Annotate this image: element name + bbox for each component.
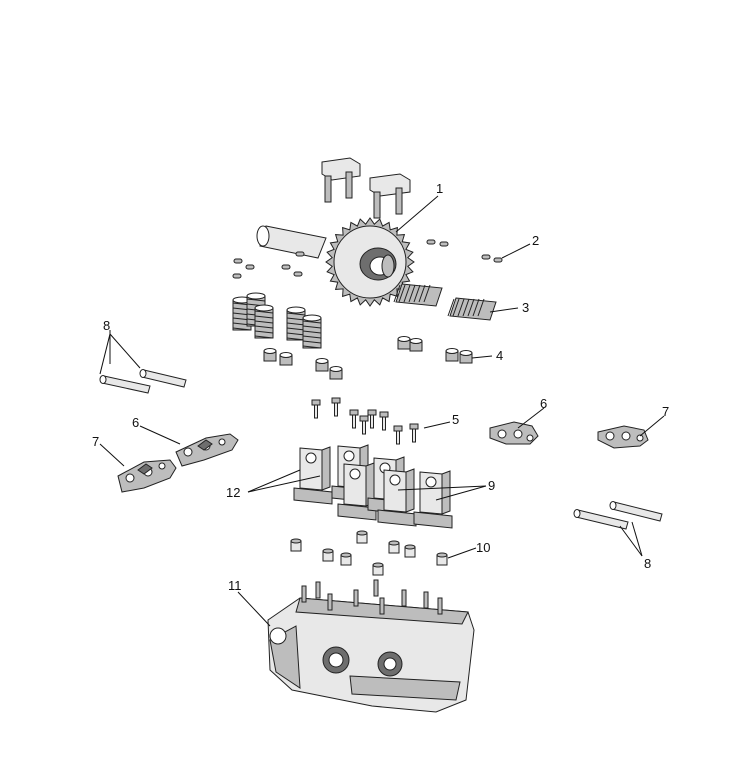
- cap-bolt: [379, 411, 389, 431]
- valve-lifter: [340, 552, 352, 566]
- spring-retainers: [263, 336, 473, 380]
- spring-retainer: [329, 366, 343, 380]
- valve-spring: [286, 306, 306, 341]
- head-stud: [379, 597, 385, 615]
- spring-retainer: [409, 338, 423, 352]
- callouts: 1 2 3 4 5 6 6 7 7 8 8 9 10 11 12: [92, 181, 669, 593]
- valve-keepers: [232, 239, 503, 279]
- camshaft-cap-right: [369, 173, 411, 219]
- head-stud: [327, 593, 333, 611]
- callout-10: 10: [476, 540, 490, 555]
- head-stud: [373, 579, 379, 597]
- cap-bolts: [311, 397, 419, 445]
- cap-bolt: [349, 409, 359, 429]
- valve-lifters: [290, 530, 448, 576]
- valve-lifter: [290, 538, 302, 552]
- spring-retainer: [397, 336, 411, 350]
- callout-12: 12: [226, 485, 240, 500]
- valve-lifter: [388, 540, 400, 554]
- head-stud: [353, 589, 359, 607]
- cap-bolt: [393, 425, 403, 445]
- valve-lifter: [356, 530, 368, 544]
- valve-spring: [254, 304, 274, 339]
- camshaft-cap-left: [321, 157, 361, 203]
- spring-retainer: [445, 348, 459, 362]
- cylinder-head: [267, 579, 475, 713]
- cap-bolt: [311, 399, 321, 419]
- leader-lines: [99, 195, 665, 627]
- callout-9: 9: [488, 478, 495, 493]
- cap-bolt: [331, 397, 341, 417]
- camshaft-sprocket-assembly: [256, 157, 415, 307]
- callout-8-right: 8: [644, 556, 651, 571]
- head-stud: [401, 589, 407, 607]
- valve-lifter: [436, 552, 448, 566]
- callout-2: 2: [532, 233, 539, 248]
- rocker-shafts-left: [99, 369, 187, 394]
- callout-8-left: 8: [103, 318, 110, 333]
- rocker-supports: [293, 444, 453, 529]
- callout-11: 11: [228, 578, 242, 593]
- head-stud: [315, 581, 321, 599]
- callout-6-right: 6: [540, 396, 547, 411]
- rocker-arm-left-6: [175, 433, 239, 467]
- callout-5: 5: [452, 412, 459, 427]
- spring-retainer: [279, 352, 293, 366]
- valve-springs: [232, 283, 497, 349]
- cap-bolt: [367, 409, 377, 429]
- rocker-arm-right-6: [489, 421, 539, 445]
- rocker-support: [337, 462, 377, 521]
- rocker-support: [413, 470, 453, 529]
- head-stud: [301, 585, 307, 603]
- camshaft-tube: [256, 225, 327, 259]
- head-stud: [423, 591, 429, 609]
- valve-spring: [447, 297, 497, 321]
- spring-retainer: [263, 348, 277, 362]
- valve-lifter: [372, 562, 384, 576]
- rocker-arm-right-7: [597, 425, 649, 449]
- head-stud: [437, 597, 443, 615]
- rocker-support: [293, 446, 333, 505]
- callout-7-right: 7: [662, 404, 669, 419]
- valve-spring: [393, 283, 443, 307]
- valve-lifter: [322, 548, 334, 562]
- callout-1: 1: [436, 181, 443, 196]
- rocker-support: [377, 468, 417, 527]
- callout-4: 4: [496, 348, 503, 363]
- rocker-arm-left-7: [117, 459, 177, 493]
- cap-bolt: [359, 415, 369, 435]
- camshaft-sprocket: [325, 217, 415, 307]
- callout-7-left: 7: [92, 434, 99, 449]
- valve-spring: [302, 314, 322, 349]
- callout-6-left: 6: [132, 415, 139, 430]
- rocker-shafts-right: [573, 501, 663, 530]
- valve-lifter: [404, 544, 416, 558]
- spring-retainer: [459, 350, 473, 364]
- cap-bolt: [409, 423, 419, 443]
- callout-3: 3: [522, 300, 529, 315]
- spring-retainer: [315, 358, 329, 372]
